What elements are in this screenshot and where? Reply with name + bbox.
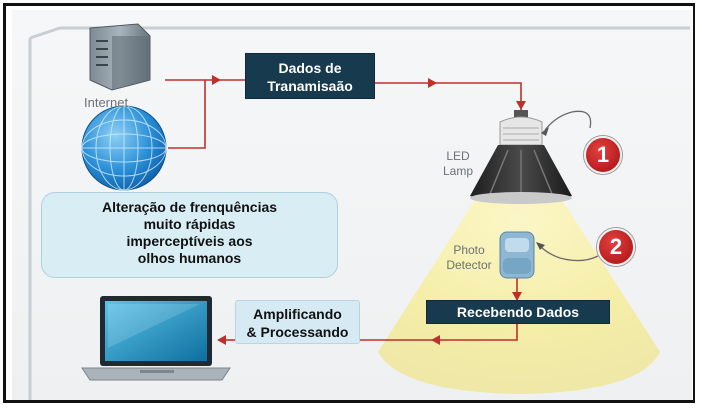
info-line-1: Alteração de frenquências: [101, 199, 278, 215]
info-line-2: muito rápidas: [143, 216, 236, 232]
receiving-box: Recebendo Dados: [426, 300, 610, 324]
transmission-line-1: Dados de: [278, 60, 342, 76]
processing-line-1: Amplificando: [253, 306, 342, 322]
photo-detector-line-1: Photo: [453, 243, 485, 257]
photo-detector-label: Photo Detector: [440, 243, 498, 273]
globe-icon: [81, 105, 167, 191]
info-bubble: Alteração de frenquências muito rápidas …: [41, 192, 338, 278]
processing-line-2: & Processando: [246, 324, 349, 340]
network-line: [29, 26, 690, 40]
led-lamp-line-2: Lamp: [442, 164, 474, 178]
internet-label: Internet: [84, 95, 129, 110]
led-bulb-icon: [470, 110, 572, 204]
badge-1: 1: [584, 136, 622, 174]
info-line-4: olhos humanos: [137, 250, 242, 266]
transmission-box: Dados de Tranamisaão: [245, 53, 375, 99]
processing-box: Amplificando & Processando: [235, 300, 360, 344]
laptop-icon: [81, 296, 231, 381]
info-line-3: imperceptíveis aos: [126, 233, 253, 249]
transmission-line-2: Tranamisaão: [267, 78, 353, 94]
led-lamp-line-1: LED: [446, 149, 470, 163]
outer-frame: [3, 3, 695, 403]
led-lamp-label: LED Lamp: [438, 149, 478, 179]
photo-detector-icon: [499, 231, 535, 279]
badge-2: 2: [597, 228, 635, 266]
callout-arrow-2: [536, 242, 545, 250]
server-icon: [89, 23, 151, 91]
callout-arrow-1: [541, 127, 549, 136]
callout-lines: [539, 110, 599, 262]
arrow-heads: [212, 75, 526, 345]
photo-detector-line-2: Detector: [446, 258, 492, 272]
